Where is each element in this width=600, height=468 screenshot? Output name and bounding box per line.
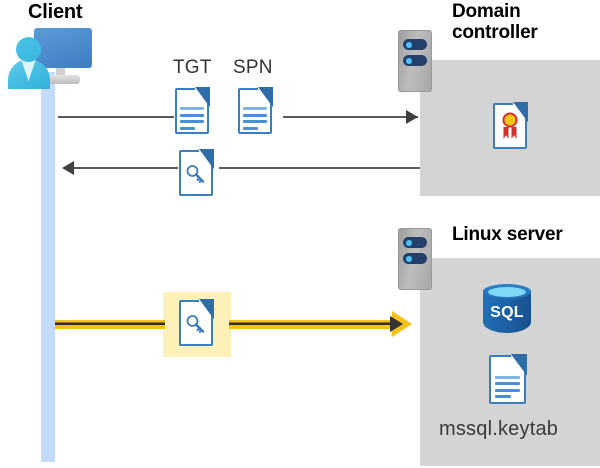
sql-database-icon: SQL bbox=[479, 282, 535, 342]
server-led-dot bbox=[406, 41, 412, 48]
flow-request-line-left bbox=[58, 116, 174, 118]
key-glyph-icon bbox=[186, 315, 205, 333]
domain-controller-title: Domain controller bbox=[452, 1, 592, 43]
document-text-lines bbox=[180, 107, 204, 133]
sql-label: SQL bbox=[490, 304, 524, 321]
server-led-bar bbox=[403, 253, 427, 264]
monitor-base-icon bbox=[42, 75, 80, 84]
monitor-neck-icon bbox=[56, 68, 65, 77]
server-led-dot bbox=[406, 57, 412, 64]
flow-ticket-line-right bbox=[229, 320, 396, 329]
sql-cylinder-top-inner bbox=[488, 286, 526, 297]
key-document-icon bbox=[179, 149, 214, 196]
server-led-bar bbox=[403, 39, 427, 50]
server-led-dot bbox=[406, 255, 412, 262]
server-led-bar bbox=[403, 55, 427, 66]
domain-controller-title-line2: controller bbox=[452, 21, 538, 43]
linux-server-title: Linux server bbox=[452, 224, 563, 245]
certificate-ribbon-icon bbox=[503, 126, 517, 139]
server-led-bar bbox=[403, 237, 427, 248]
domain-controller-title-line1: Domain bbox=[452, 1, 521, 22]
tgt-label: TGT bbox=[173, 57, 212, 78]
keytab-document-icon bbox=[489, 354, 527, 404]
flow-ticket-line-left bbox=[55, 320, 165, 329]
flow-return-arrowhead bbox=[62, 161, 74, 175]
flow-request-arrowhead bbox=[406, 110, 418, 124]
flow-request-line-right bbox=[283, 116, 418, 118]
document-text-lines bbox=[494, 375, 521, 402]
certificate-seal-icon bbox=[502, 112, 518, 128]
flow-return-line-right bbox=[219, 167, 420, 169]
document-page bbox=[179, 300, 213, 346]
server-led-dot bbox=[406, 239, 412, 246]
domain-controller-server-icon bbox=[398, 30, 432, 92]
keytab-filename-label: mssql.keytab bbox=[439, 418, 559, 440]
client-lifeline bbox=[41, 72, 55, 462]
flow-ticket-arrowhead-inner bbox=[390, 316, 403, 332]
monitor-screen-icon bbox=[34, 28, 92, 68]
document-text-lines bbox=[243, 107, 267, 133]
client-workstation-icon bbox=[8, 28, 92, 90]
tgt-document-icon bbox=[175, 87, 210, 134]
service-ticket-key-document-icon bbox=[179, 299, 214, 346]
person-head-icon bbox=[16, 37, 41, 62]
spn-label: SPN bbox=[233, 57, 273, 78]
key-glyph-icon bbox=[186, 165, 205, 183]
certificate-document-icon bbox=[493, 102, 528, 149]
flow-return-line-left bbox=[74, 167, 178, 169]
client-title: Client bbox=[28, 1, 83, 23]
spn-document-icon bbox=[238, 87, 273, 134]
linux-server-icon bbox=[398, 228, 432, 290]
